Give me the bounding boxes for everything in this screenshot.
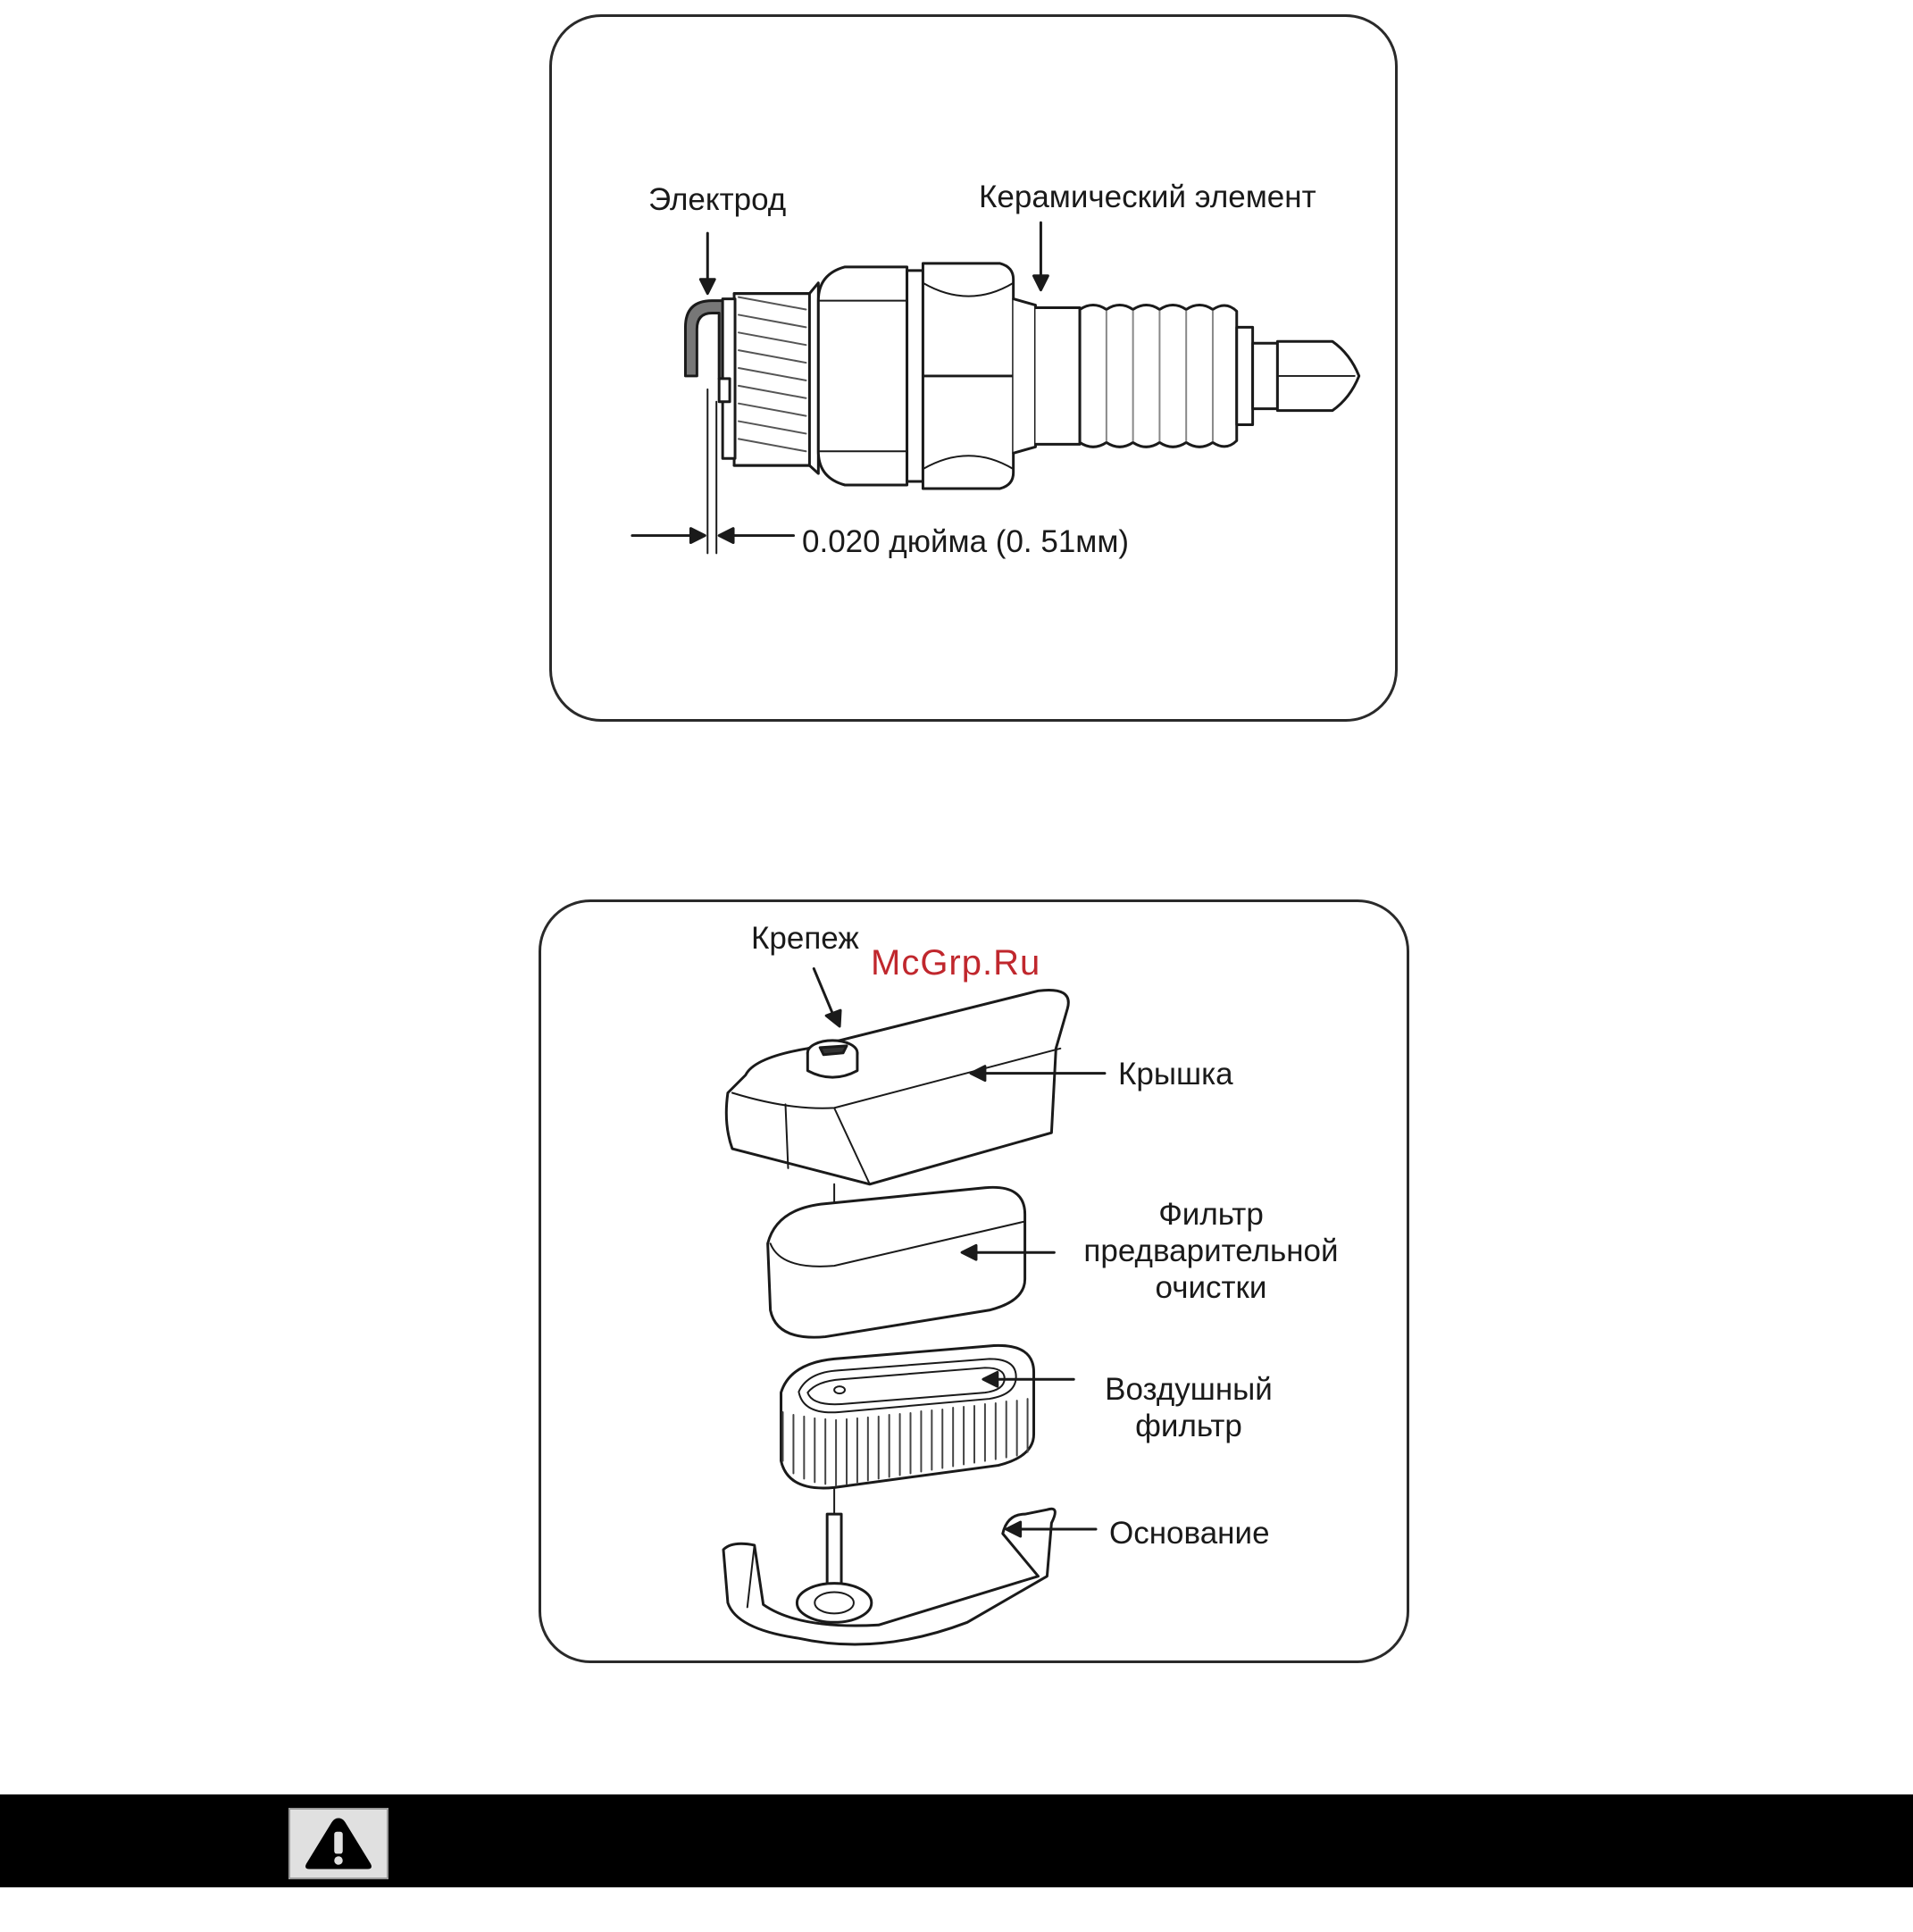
base-label: Основание [1109, 1515, 1270, 1551]
plug-shell [818, 267, 906, 485]
spark-plug-diagram: Электрод Керамический элемент 0.020 дюйм… [549, 14, 1398, 722]
watermark: McGrp.Ru [871, 943, 1040, 983]
warning-bar [0, 1794, 1913, 1887]
cover-label: Крышка [1118, 1056, 1233, 1092]
electrode-label: Электрод [648, 181, 786, 218]
warning-triangle-icon [288, 1808, 388, 1879]
air-filter-label: Воздушный фильтр [1086, 1371, 1291, 1444]
ceramic-element-label: Керамический элемент [979, 179, 1316, 215]
prefilter-label: Фильтр предварительной очистки [1077, 1196, 1345, 1306]
cover-part [726, 990, 1068, 1183]
fastener-arrow [814, 968, 834, 1017]
plug-ceramic [1035, 308, 1080, 445]
spark-plug-illustration [552, 17, 1395, 719]
prefilter-part [768, 1187, 1025, 1337]
plug-terminal [1253, 343, 1278, 408]
center-electrode [719, 379, 730, 402]
air-filter-diagram: Крепеж Крышка Фильтр предварительной очи… [539, 899, 1409, 1663]
gap-measurement-label: 0.020 дюйма (0. 51мм) [802, 523, 1129, 560]
fastener-label: Крепеж [751, 920, 859, 957]
